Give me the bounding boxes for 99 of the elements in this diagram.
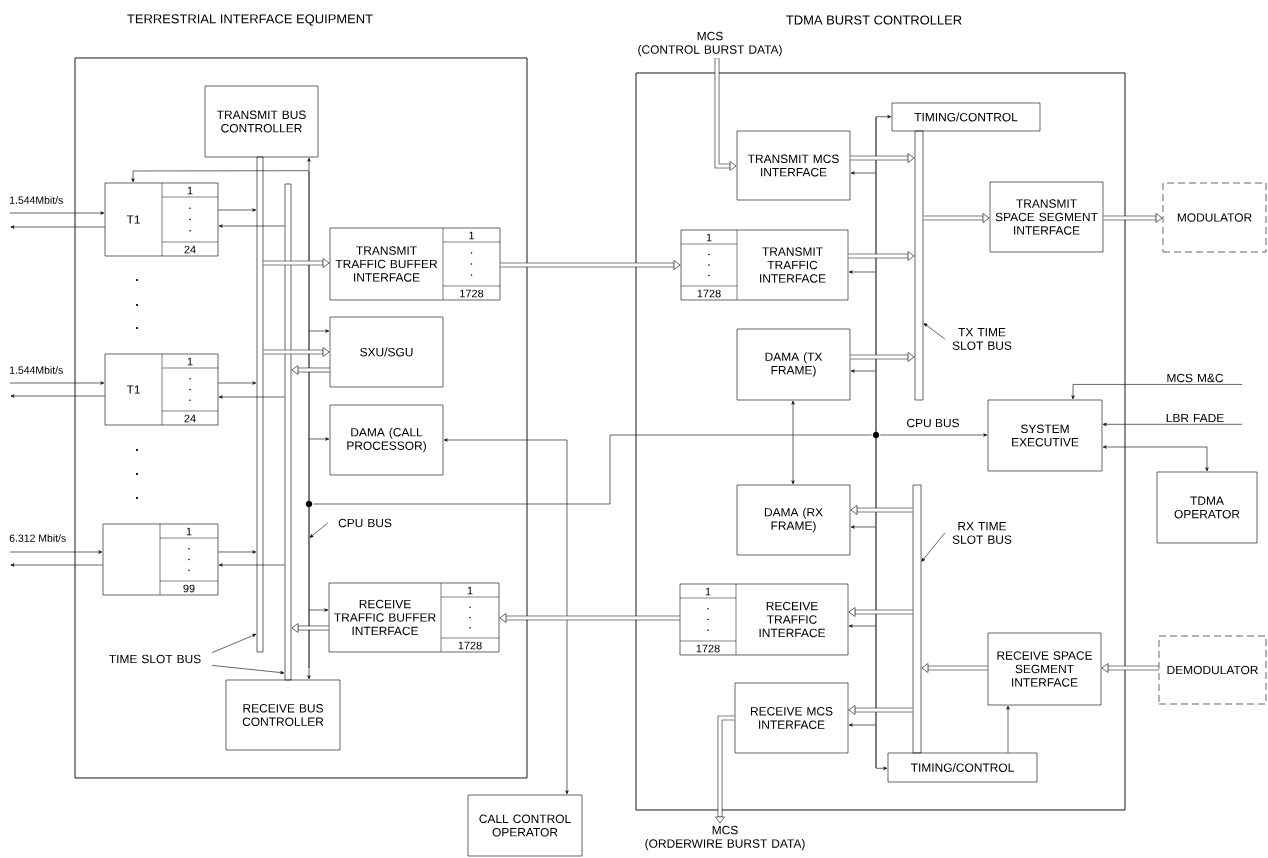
function-block: DAMA (TX FRAME)	[736, 328, 851, 401]
signal-arrow	[10, 394, 105, 398]
signal-arrow	[9, 381, 105, 385]
bus-arrow	[1103, 213, 1163, 223]
bus-bar	[912, 484, 922, 754]
signal-arrow	[218, 224, 285, 228]
signal-arrow	[850, 369, 876, 373]
function-block: DAMA (CALL PROCESSOR)	[329, 404, 444, 476]
bus-label: CPU BUS	[338, 518, 392, 528]
bus-arrow	[291, 365, 330, 375]
bus-label: TIME SLOT BUS	[109, 654, 201, 664]
signal-arrow	[1071, 384, 1243, 400]
bus-arrow	[848, 705, 913, 715]
signal-arrow	[309, 437, 330, 441]
function-block: TDMA OPERATOR	[1156, 471, 1258, 544]
function-block: RECEIVE BUS CONTROLLER	[225, 679, 341, 751]
edge-label: 1.544Mbit/s	[8, 195, 65, 205]
function-block: TRANSMIT SPACE SEGMENT INTERFACE	[989, 181, 1104, 253]
bus-arrow	[921, 663, 988, 673]
signal-arrow	[309, 608, 329, 612]
buffer-block: 1 99	[102, 523, 219, 596]
edge-label: 1.544Mbit/s	[8, 365, 65, 375]
bus-arrow	[263, 258, 330, 268]
leader-line	[921, 532, 946, 562]
leader-line	[923, 323, 946, 340]
bus-bar	[284, 183, 292, 681]
bus-bar	[914, 130, 924, 401]
buffer-block: 1 1728 TRANSMIT TRAFFIC BUFFER INTERFACE	[329, 227, 501, 301]
signal-label: MCS (CONTROL BURST DATA)	[638, 31, 782, 57]
signal-arrow	[309, 329, 330, 333]
bus-label: CPU BUS	[907, 418, 959, 428]
buffer-block: 1 24 T1	[104, 353, 219, 426]
bus-arrow	[850, 505, 913, 515]
bus-arrow	[850, 153, 915, 163]
signal-arrow	[218, 550, 257, 554]
signal-arrow	[443, 438, 569, 795]
signal-arrow	[10, 225, 105, 229]
external-unit-box: DEMODULATOR	[1158, 635, 1267, 705]
bus-label: RX TIME SLOT BUS	[952, 522, 1012, 544]
function-block: SXU/SGU	[329, 316, 444, 388]
buffer-block: 1 1728 TRANSMIT TRAFFIC INTERFACE	[680, 229, 849, 301]
function-block: TRANSMIT BUS CONTROLLER	[204, 85, 319, 158]
leader-line	[211, 665, 285, 675]
signal-arrow	[875, 766, 888, 770]
signal-arrow	[848, 624, 876, 628]
bus-label: TX TIME SLOT BUS	[952, 328, 1012, 350]
signal-arrow	[1006, 705, 1010, 753]
function-block: SYSTEM EXECUTIVE	[987, 399, 1103, 472]
signal-arrow	[307, 157, 311, 171]
bus-arrow	[714, 58, 737, 171]
bus-arrow	[715, 715, 735, 824]
bus-arrow	[1101, 663, 1159, 673]
leader-line	[211, 634, 257, 653]
bus-arrow	[499, 613, 680, 623]
function-block: RECEIVE MCS INTERFACE	[734, 682, 849, 754]
signal-arrow	[218, 381, 257, 385]
signal-arrow	[218, 208, 257, 212]
signal-label: LBR FADE	[1166, 413, 1224, 423]
signal-arrow	[1102, 422, 1243, 426]
signal-arrow	[218, 563, 285, 567]
signal-arrow	[9, 211, 105, 215]
bus-arrow	[263, 347, 330, 357]
bus-arrow	[923, 213, 990, 223]
bus-bar	[256, 156, 264, 653]
frame-heading: TERRESTRIAL INTERFACE EQUIPMENT	[127, 14, 373, 26]
function-block: TRANSMIT MCS INTERFACE	[736, 130, 851, 201]
function-block: RECEIVE SPACE SEGMENT INTERFACE	[987, 632, 1102, 706]
frame-heading: TDMA BURST CONTROLLER	[786, 15, 962, 25]
buffer-block: 1 1728 RECEIVE TRAFFIC BUFFER INTERFACE	[328, 582, 500, 653]
bus-arrow	[848, 607, 913, 617]
bus-arrow	[291, 623, 329, 633]
signal-line	[313, 434, 872, 505]
buffer-block: 1 1728 RECEIVE TRAFFIC INTERFACE	[679, 583, 849, 656]
external-unit-box: MODULATOR	[1162, 182, 1267, 253]
signal-arrow	[850, 171, 876, 175]
signal-arrow	[307, 668, 311, 680]
signal-arrow	[1102, 445, 1209, 472]
signal-arrow	[848, 270, 876, 274]
signal-arrow	[10, 563, 103, 567]
signal-arrow	[218, 395, 285, 399]
signal-label: MCS (ORDERWIRE BURST DATA)	[645, 825, 805, 851]
signal-arrow	[9, 550, 103, 554]
signal-arrow	[791, 400, 795, 485]
edge-label: 6.312 Mbit/s	[8, 533, 68, 543]
buffer-block: 1 24 T1	[104, 182, 219, 257]
signal-arrow	[880, 433, 988, 437]
bus-arrow	[500, 260, 681, 270]
signal-arrow	[848, 723, 876, 727]
function-block: DAMA (RX FRAME)	[736, 484, 851, 556]
bus-arrow	[848, 251, 915, 261]
signal-arrow	[131, 170, 310, 183]
leader-line	[309, 522, 329, 538]
signal-arrow	[850, 525, 876, 529]
signal-label: MCS M&C	[1167, 373, 1224, 383]
signal-arrow	[875, 115, 892, 119]
function-block: CALL CONTROL OPERATOR	[467, 794, 583, 857]
function-block: TIMING/CONTROL	[891, 102, 1041, 132]
bus-arrow	[850, 352, 915, 362]
function-block: TIMING/CONTROL	[887, 752, 1038, 783]
